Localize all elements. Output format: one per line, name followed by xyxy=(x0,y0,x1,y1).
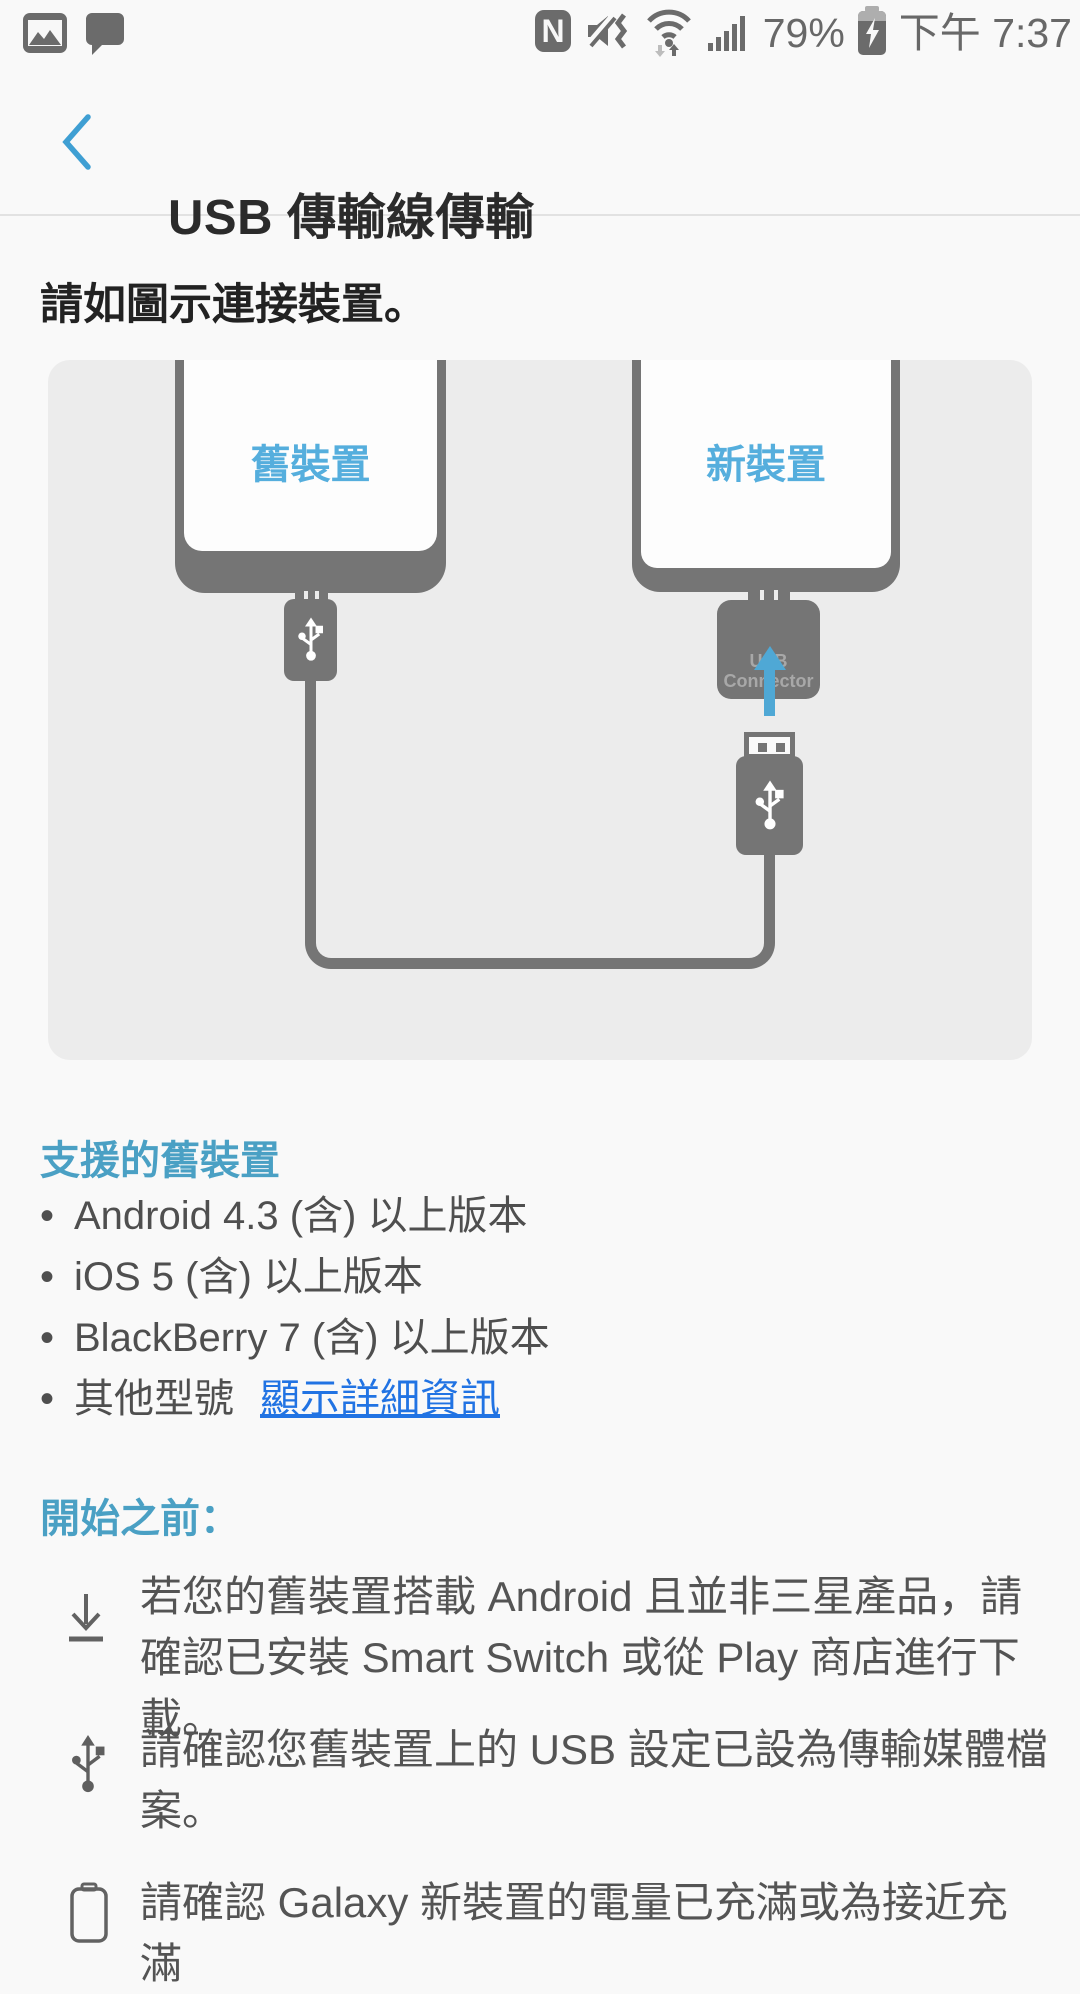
before-item-battery: 請確認 Galaxy 新裝置的電量已充滿或為接近充滿 xyxy=(52,1872,1042,1994)
usb-icon xyxy=(66,1733,110,1800)
supported-item-android: Android 4.3 (含) 以上版本 xyxy=(74,1194,528,1238)
micro-usb-plug-icon xyxy=(284,599,337,681)
plug-direction-arrow-icon xyxy=(754,646,786,670)
system-icons: N 79% 下午 7:37 xyxy=(533,5,1072,62)
old-device-screen: 舊裝置 xyxy=(184,360,437,551)
old-device-label: 舊裝置 xyxy=(250,443,371,487)
usb-a-plug-tip xyxy=(744,732,795,759)
before-item-text: 若您的舊裝置搭載 Android 且並非三星產品，請確認已安裝 Smart Sw… xyxy=(140,1573,1023,1742)
connection-diagram: 舊裝置 新裝置 USB Connector xyxy=(48,360,1032,1060)
show-details-link[interactable]: 顯示詳細資訊 xyxy=(260,1377,500,1421)
old-device-port xyxy=(295,591,328,601)
battery-charging-icon xyxy=(856,5,888,62)
new-device-label: 新裝置 xyxy=(706,443,826,487)
supported-item-other: 其他型號 xyxy=(74,1377,234,1421)
bullet-icon: • xyxy=(40,1377,55,1421)
plug-direction-arrow-shaft xyxy=(764,668,775,716)
before-item-text: 請確認 Galaxy 新裝置的電量已充滿或為接近充滿 xyxy=(140,1879,1009,1987)
gallery-icon xyxy=(22,12,68,59)
supported-devices-heading: 支援的舊裝置 xyxy=(40,1139,280,1183)
before-item-usb-setting: 請確認您舊裝置上的 USB 設定已設為傳輸媒體檔案。 xyxy=(52,1719,1048,1841)
bullet-icon: • xyxy=(40,1255,55,1299)
back-button[interactable] xyxy=(56,112,100,172)
status-bar: N 79% 下午 7:37 xyxy=(0,0,1080,66)
new-device-port xyxy=(748,590,790,600)
supported-item-blackberry: BlackBerry 7 (含) 以上版本 xyxy=(74,1316,550,1360)
notification-icons xyxy=(22,11,126,60)
battery-icon xyxy=(68,1882,110,1949)
new-device-screen: 新裝置 xyxy=(641,360,891,568)
nfc-icon: N xyxy=(533,7,573,60)
supported-devices-list: • Android 4.3 (含) 以上版本 • iOS 5 (含) 以上版本 • B… xyxy=(40,1186,1040,1430)
clock: 下午 7:37 xyxy=(898,10,1072,56)
new-device-illustration: 新裝置 xyxy=(632,360,900,592)
battery-percent: 79% xyxy=(762,10,845,56)
app-bar: USB 傳輸線傳輸 xyxy=(0,66,1080,245)
list-item: • Android 4.3 (含) 以上版本 xyxy=(40,1186,1040,1247)
list-item: • 其他型號顯示詳細資訊 xyxy=(40,1369,1040,1430)
message-icon xyxy=(84,11,126,60)
before-start-heading: 開始之前： xyxy=(40,1497,240,1541)
page-title: USB 傳輸線傳輸 xyxy=(168,191,535,245)
usb-cable-left xyxy=(305,675,316,865)
before-item-download: 若您的舊裝置搭載 Android 且並非三星產品，請確認已安裝 Smart Sw… xyxy=(52,1566,1042,1749)
svg-text:N: N xyxy=(541,13,564,49)
bullet-icon: • xyxy=(40,1194,55,1238)
old-device-illustration: 舊裝置 xyxy=(175,360,446,593)
mute-vibrate-icon xyxy=(584,7,632,60)
download-icon xyxy=(62,1590,110,1651)
list-item: • BlackBerry 7 (含) 以上版本 xyxy=(40,1308,1040,1369)
list-item: • iOS 5 (含) 以上版本 xyxy=(40,1247,1040,1308)
usb-a-plug-icon xyxy=(736,756,803,855)
before-item-text: 請確認您舊裝置上的 USB 設定已設為傳輸媒體檔案。 xyxy=(140,1726,1048,1834)
instruction-text: 請如圖示連接裝置。 xyxy=(40,281,427,329)
bullet-icon: • xyxy=(40,1316,55,1360)
wifi-icon xyxy=(643,5,695,62)
supported-item-ios: iOS 5 (含) 以上版本 xyxy=(74,1255,423,1299)
usb-cable xyxy=(305,854,775,969)
signal-icon xyxy=(706,9,752,58)
